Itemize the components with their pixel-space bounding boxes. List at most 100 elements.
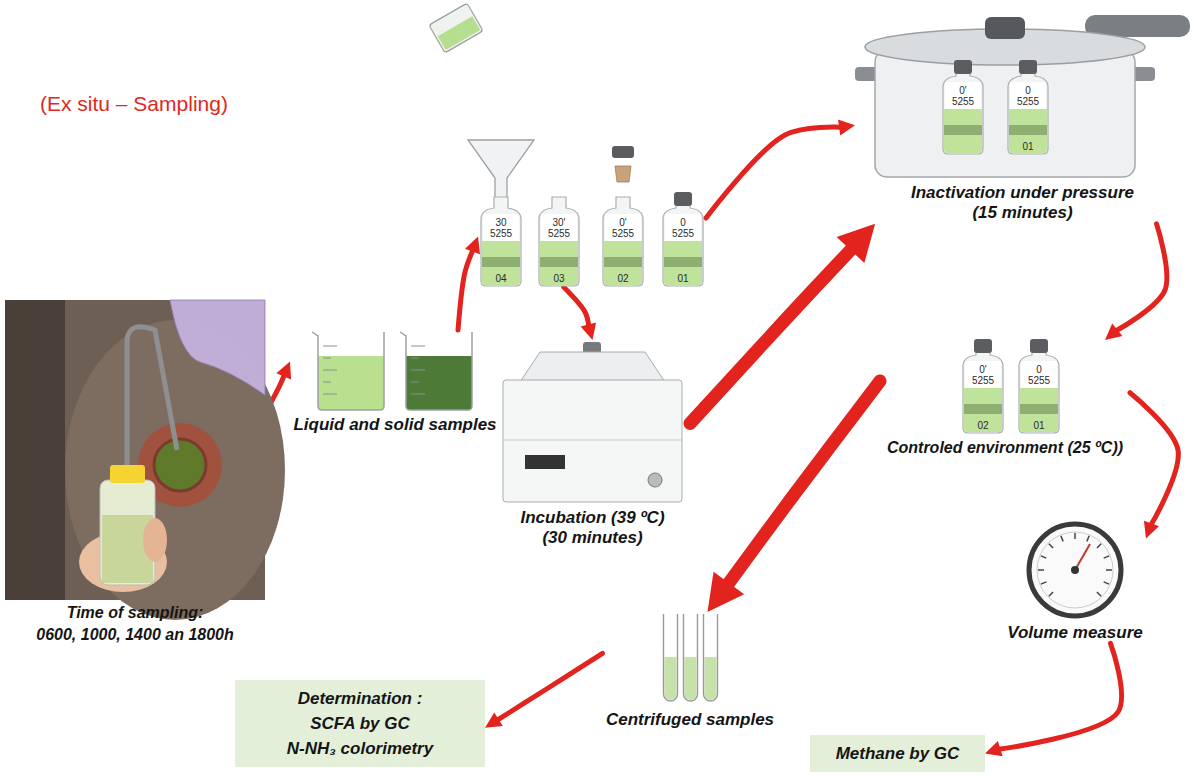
gauge-dial — [1029, 524, 1121, 616]
arrow-head — [708, 572, 745, 612]
graduation-mark — [411, 346, 425, 347]
gauge-inner — [1037, 532, 1113, 608]
sample-bottle: 0525501 — [660, 195, 706, 287]
bottle — [481, 197, 521, 286]
arrow-head — [276, 362, 291, 380]
sampling-tube — [127, 327, 177, 470]
arrow-shaft — [690, 249, 852, 424]
gauge-tick — [1097, 592, 1101, 596]
bottle-cap — [954, 60, 972, 74]
beaker-liquid — [318, 356, 384, 410]
beaker-glass — [400, 332, 472, 410]
bottle-label: 01 — [1022, 141, 1033, 152]
box-text: Determination : — [298, 686, 423, 711]
bottle-label: 03 — [553, 273, 564, 284]
bath-valve — [648, 473, 662, 487]
sample-bottle: 30525504 — [478, 195, 524, 287]
bottle-label-area — [1010, 82, 1046, 109]
sample-bottle: 0525501 — [1005, 63, 1051, 155]
sample-bottle: 0'525502 — [600, 195, 646, 287]
test-tube — [683, 614, 697, 701]
beaker-liquid — [438, 16, 481, 50]
bottle-label: 0' — [959, 85, 966, 96]
sample-liquid — [1009, 109, 1047, 153]
flow-arrow — [1130, 393, 1178, 539]
graduation-mark — [323, 394, 337, 395]
sample-liquid — [664, 241, 702, 285]
bottle-glass — [603, 197, 643, 286]
bottle-label: 0 — [680, 217, 686, 228]
graduation-mark — [411, 358, 419, 359]
arrow-head — [1105, 324, 1122, 340]
gauge-tick — [1038, 569, 1044, 571]
liquid-band — [944, 125, 982, 135]
arrow-shaft — [728, 381, 880, 585]
gauge-tick — [1049, 544, 1053, 548]
graduation-mark — [323, 370, 337, 371]
arrow-head — [581, 322, 596, 340]
liquid-band — [964, 404, 1002, 414]
beakers-drawing — [290, 330, 500, 412]
water-bath: Incubation (39 ºC) (30 minutes) — [495, 340, 690, 549]
gauge-tick — [1106, 569, 1112, 571]
flow-arrow — [1105, 224, 1167, 340]
liquid-band — [482, 257, 520, 267]
cooker — [855, 15, 1190, 177]
liquid-band — [664, 257, 702, 267]
cooker-body — [875, 50, 1135, 177]
photo-drawing — [5, 300, 265, 600]
sample-bottle: 0'525502 — [960, 342, 1006, 434]
arrow-head — [1144, 521, 1159, 539]
bottle-label: 5255 — [1028, 375, 1050, 386]
gauge-tick — [1104, 556, 1110, 558]
bottle-label-area — [1021, 361, 1057, 388]
loose-cap — [612, 146, 634, 158]
gauge-tick — [1104, 582, 1110, 584]
bath-display — [525, 455, 565, 469]
caption: Controled environment (25 ºC)) — [887, 438, 1123, 457]
tubes — [663, 614, 717, 701]
rumen-content — [154, 439, 206, 491]
sample-bottle: 0'5255 — [940, 63, 986, 155]
bottle-label: 30 — [495, 217, 506, 228]
caption: Time of sampling: — [67, 603, 204, 622]
flow-arrow — [485, 653, 603, 727]
arrow-shaft — [497, 653, 603, 720]
arrow-shaft — [458, 250, 473, 330]
sample-bottle: 0525501 — [1016, 342, 1062, 434]
tube-liquid — [684, 657, 696, 700]
cannula-photo: Time of sampling:0600, 1000, 1400 an 180… — [5, 300, 265, 644]
bottle — [1008, 60, 1048, 154]
sample-liquid — [1020, 388, 1058, 432]
photo-shadow — [5, 300, 65, 600]
caption: Liquid and solid samples — [293, 415, 496, 435]
arrow-shaft — [1130, 393, 1178, 526]
bottle-glass — [663, 197, 703, 286]
bottle-label: 02 — [617, 273, 628, 284]
bottle — [1019, 339, 1059, 433]
bath-lid — [520, 352, 665, 382]
arrow-head — [838, 120, 855, 136]
bottle-cap — [674, 192, 692, 206]
graduation-mark — [411, 394, 425, 395]
thumb — [143, 518, 167, 562]
result-box: Determination :SCFA by GCN-NH₃ colorimet… — [235, 680, 485, 767]
bottle-label: 5255 — [490, 228, 512, 239]
bottle — [943, 60, 983, 154]
caption: Incubation (39 ºC) (30 minutes) — [513, 508, 673, 549]
bottle-label: 5255 — [548, 228, 570, 239]
bath-body — [503, 380, 682, 502]
bottle-cap — [1019, 60, 1037, 74]
flow-arrow — [564, 287, 596, 340]
gauge-hub — [1071, 566, 1079, 574]
gauge-tick — [1087, 536, 1089, 542]
caption: Centrifuged samples — [606, 710, 774, 730]
pressure-cooker: Inactivation under pressure (15 minutes)… — [855, 5, 1190, 224]
liquid-band — [604, 257, 642, 267]
liquid-band — [1009, 125, 1047, 135]
pouring-beaker — [429, 3, 483, 53]
bottle-label: 0' — [619, 217, 626, 228]
sample-liquid — [604, 241, 642, 285]
gauge-tick — [1049, 592, 1053, 596]
photo — [5, 300, 285, 620]
